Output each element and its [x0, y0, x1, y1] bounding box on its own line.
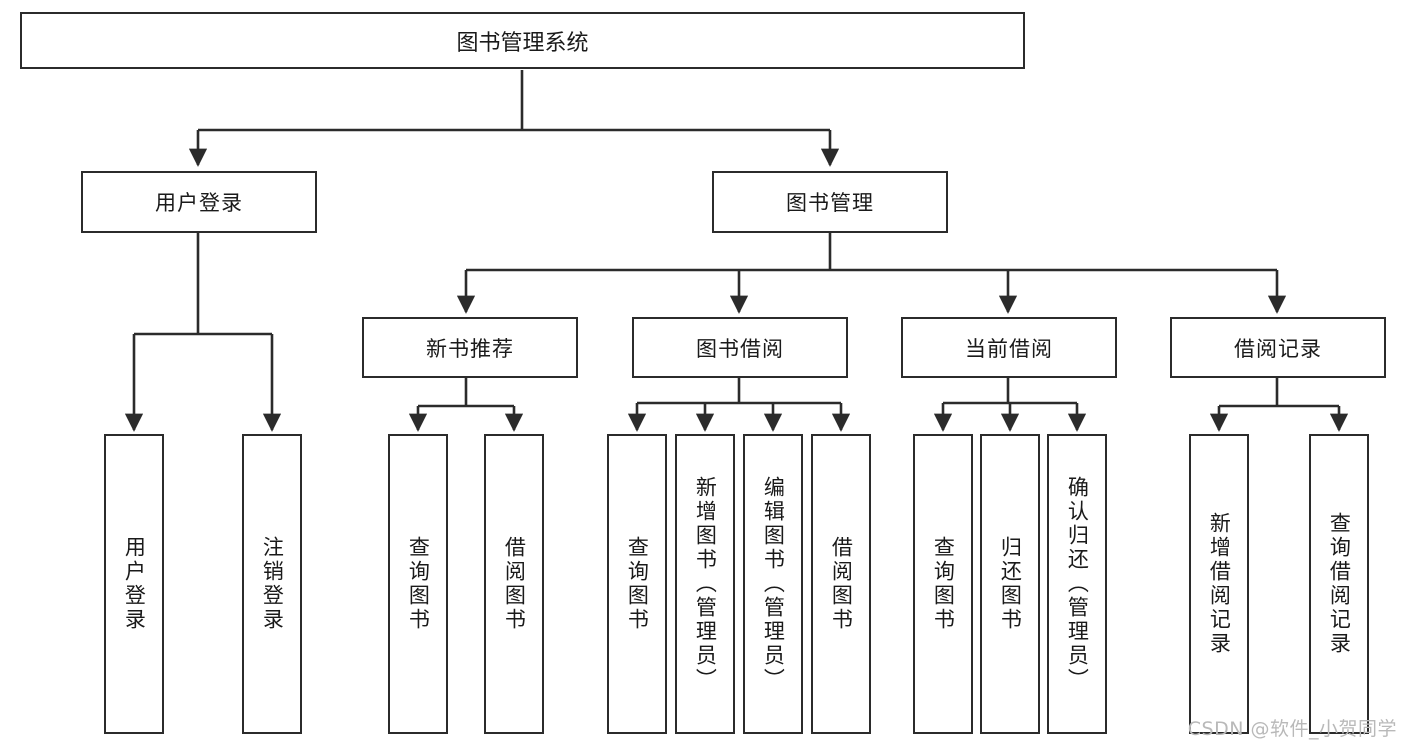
node-borrow-records[interactable]: 借阅记录	[1170, 317, 1386, 378]
node-label: 用户登录	[155, 191, 243, 215]
node-label: 编辑图书（管理员）	[761, 476, 786, 692]
leaf-borrow-borrow-book[interactable]: 借阅图书	[811, 434, 871, 734]
node-label: 图书管理系统	[456, 30, 589, 56]
leaf-records-query[interactable]: 查询借阅记录	[1309, 434, 1369, 734]
node-book-borrow[interactable]: 图书借阅	[632, 317, 848, 378]
leaf-borrow-edit-book-admin[interactable]: 编辑图书（管理员）	[743, 434, 803, 734]
node-root-system[interactable]: 图书管理系统	[20, 12, 1025, 69]
node-label: 用户登录	[122, 536, 147, 632]
leaf-user-login[interactable]: 用户登录	[104, 434, 164, 734]
leaf-current-confirm-return-admin[interactable]: 确认归还（管理员）	[1047, 434, 1107, 734]
csdn-watermark: CSDN @软件_小贺同学	[1187, 718, 1397, 740]
node-label: 图书借阅	[696, 336, 784, 361]
node-label: 图书管理	[786, 191, 874, 215]
node-label: 借阅记录	[1234, 336, 1322, 361]
leaf-borrow-query-book[interactable]: 查询图书	[607, 434, 667, 734]
node-label: 查询图书	[625, 536, 650, 632]
node-label: 查询图书	[406, 536, 431, 632]
leaf-records-add[interactable]: 新增借阅记录	[1189, 434, 1249, 734]
leaf-borrow-add-book-admin[interactable]: 新增图书（管理员）	[675, 434, 735, 734]
node-label: 注销登录	[260, 536, 285, 632]
leaf-logout[interactable]: 注销登录	[242, 434, 302, 734]
leaf-new-book-query[interactable]: 查询图书	[388, 434, 448, 734]
node-label: 当前借阅	[965, 336, 1053, 361]
node-label: 新增借阅记录	[1207, 512, 1232, 656]
leaf-current-query-book[interactable]: 查询图书	[913, 434, 973, 734]
node-label: 借阅图书	[502, 536, 527, 632]
leaf-new-book-borrow[interactable]: 借阅图书	[484, 434, 544, 734]
node-label: 查询图书	[931, 536, 956, 632]
node-book-management[interactable]: 图书管理	[712, 171, 948, 233]
node-label: 归还图书	[998, 536, 1023, 632]
node-label: 确认归还（管理员）	[1065, 476, 1090, 692]
node-label: 借阅图书	[829, 536, 854, 632]
node-label: 查询借阅记录	[1327, 512, 1352, 656]
node-new-book-recommend[interactable]: 新书推荐	[362, 317, 578, 378]
leaf-current-return-book[interactable]: 归还图书	[980, 434, 1040, 734]
node-user-login[interactable]: 用户登录	[81, 171, 317, 233]
node-label: 新增图书（管理员）	[693, 476, 718, 692]
node-label: 新书推荐	[426, 336, 514, 361]
node-current-borrow[interactable]: 当前借阅	[901, 317, 1117, 378]
